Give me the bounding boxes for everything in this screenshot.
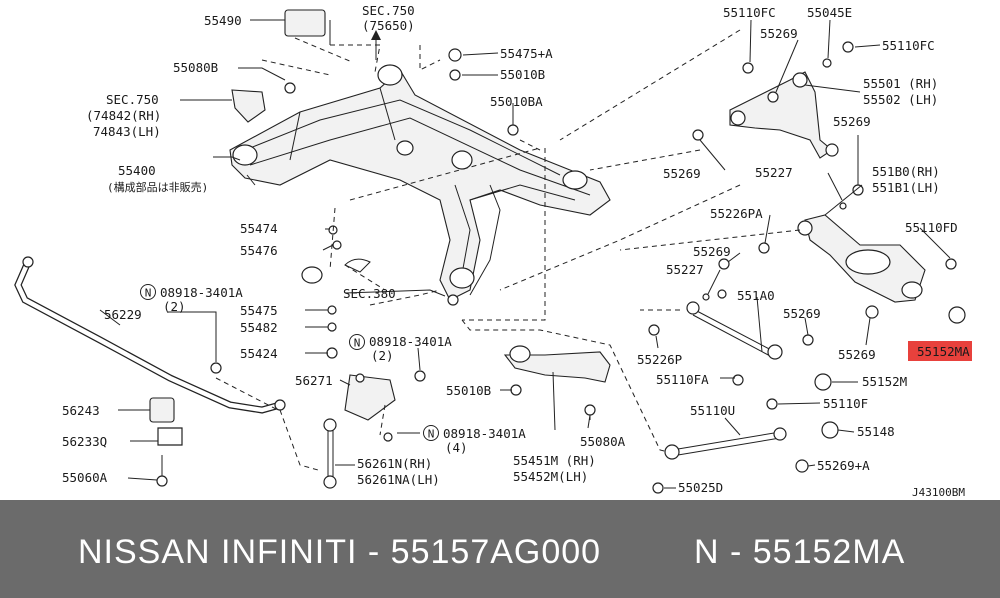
label-08918-a: 08918-3401A <box>160 285 243 300</box>
label-55227-top: 55227 <box>755 165 793 180</box>
label-551b0: 551B0(RH) <box>872 164 940 179</box>
bracket-56271 <box>344 373 396 442</box>
label-55152ma: 55152MA <box>917 344 970 359</box>
oem-part-number: NISSAN INFINITI - 55157AG000 <box>78 533 602 571</box>
diagram-id: J43100BM <box>912 486 965 499</box>
label-55110fc-r: 55110FC <box>882 38 935 53</box>
label-sec750-left: SEC.750 <box>106 92 159 107</box>
label-56271: 56271 <box>295 373 333 388</box>
label-55269-a: 55269 <box>760 26 798 41</box>
label-sec380: SEC.380 <box>343 286 396 301</box>
label-55400: 55400 <box>118 163 156 178</box>
label-55475a: 55475+A <box>500 46 553 61</box>
label-55025d: 55025D <box>678 480 723 495</box>
label-55451m: 55451M (RH) <box>513 453 596 468</box>
label-08918-c-qty: (4) <box>445 440 468 455</box>
label-55502: 55502 (LH) <box>863 92 938 107</box>
label-74842: (74842(RH) <box>86 108 161 123</box>
label-56261n: 56261N(RH) <box>357 456 432 471</box>
label-55424: 55424 <box>240 346 278 361</box>
label-55400-note: (構成部品は非販売) <box>107 180 208 194</box>
label-55269-d: 55269 <box>693 244 731 259</box>
label-55152m: 55152M <box>862 374 907 389</box>
label-55060a: 55060A <box>62 470 108 485</box>
label-55080b: 55080B <box>173 60 218 75</box>
label-55269a: 55269+A <box>817 458 870 473</box>
label-56243: 56243 <box>62 403 100 418</box>
section-arrow <box>371 30 381 60</box>
svg-text:N: N <box>145 287 152 300</box>
label-55110u: 55110U <box>690 403 735 418</box>
part-labels: 55490 SEC.750 (75650) 55110FC 55045E 552… <box>62 3 970 499</box>
label-55080a: 55080A <box>580 434 626 449</box>
label-55045e: 55045E <box>807 5 852 20</box>
label-55475: 55475 <box>240 303 278 318</box>
part-number-banner: NISSAN INFINITI - 55157AG000 N - 55152MA <box>0 500 1000 598</box>
label-sec750-top-sub: (75650) <box>362 18 415 33</box>
svg-text:N: N <box>354 337 361 350</box>
leader-lines <box>99 19 951 489</box>
label-55482: 55482 <box>240 320 278 335</box>
label-56229: 56229 <box>104 307 142 322</box>
diagram-part-number: N - 55152MA <box>694 533 906 571</box>
highlight-box <box>908 341 972 361</box>
label-74843: 74843(LH) <box>93 124 161 139</box>
stabilizer-connecting-rod <box>323 418 337 489</box>
link-551a0 <box>686 301 832 391</box>
label-08918-c: 08918-3401A <box>443 426 526 441</box>
label-55110fc-top: 55110FC <box>723 5 776 20</box>
label-sec750-top: SEC.750 <box>362 3 415 18</box>
label-55227-mid: 55227 <box>666 262 704 277</box>
label-55269-e: 55269 <box>783 306 821 321</box>
label-55010ba: 55010BA <box>490 94 543 109</box>
label-55476: 55476 <box>240 243 278 258</box>
stabilizer-bar <box>14 256 286 414</box>
stabilizer-bushing <box>149 397 183 487</box>
label-55474: 55474 <box>240 221 278 236</box>
label-08918-b-qty: (2) <box>371 348 394 363</box>
label-55110fd: 55110FD <box>905 220 958 235</box>
label-551b1: 551B1(LH) <box>872 180 940 195</box>
label-55490: 55490 <box>204 13 242 28</box>
label-551a0: 551A0 <box>737 288 775 303</box>
lower-link <box>797 214 966 324</box>
label-55269-b: 55269 <box>833 114 871 129</box>
label-55226pa: 55226PA <box>710 206 763 221</box>
label-55501: 55501 (RH) <box>863 76 938 91</box>
label-55148: 55148 <box>857 424 895 439</box>
label-55269-c: 55269 <box>663 166 701 181</box>
label-55452m: 55452M(LH) <box>513 469 588 484</box>
svg-text:N: N <box>428 428 435 441</box>
parts-diagram: N N N 55490 SEC.750 (75650) 55110FC 5504… <box>14 3 972 499</box>
n-marks: N N N <box>140 284 439 441</box>
label-55010b-top: 55010B <box>500 67 545 82</box>
label-56233q: 56233Q <box>62 434 107 449</box>
label-08918-a-qty: (2) <box>163 299 186 314</box>
label-55010b-low: 55010B <box>446 383 491 398</box>
label-55269-f: 55269 <box>838 347 876 362</box>
upper-link <box>692 71 839 159</box>
rear-suspension-member <box>229 64 611 301</box>
link-55110u <box>664 398 839 473</box>
label-56261na: 56261NA(LH) <box>357 472 440 487</box>
label-55110f: 55110F <box>823 396 868 411</box>
member-mounting <box>503 345 611 420</box>
label-55226p: 55226P <box>637 352 682 367</box>
label-08918-b: 08918-3401A <box>369 334 452 349</box>
label-55110fa: 55110FA <box>656 372 709 387</box>
